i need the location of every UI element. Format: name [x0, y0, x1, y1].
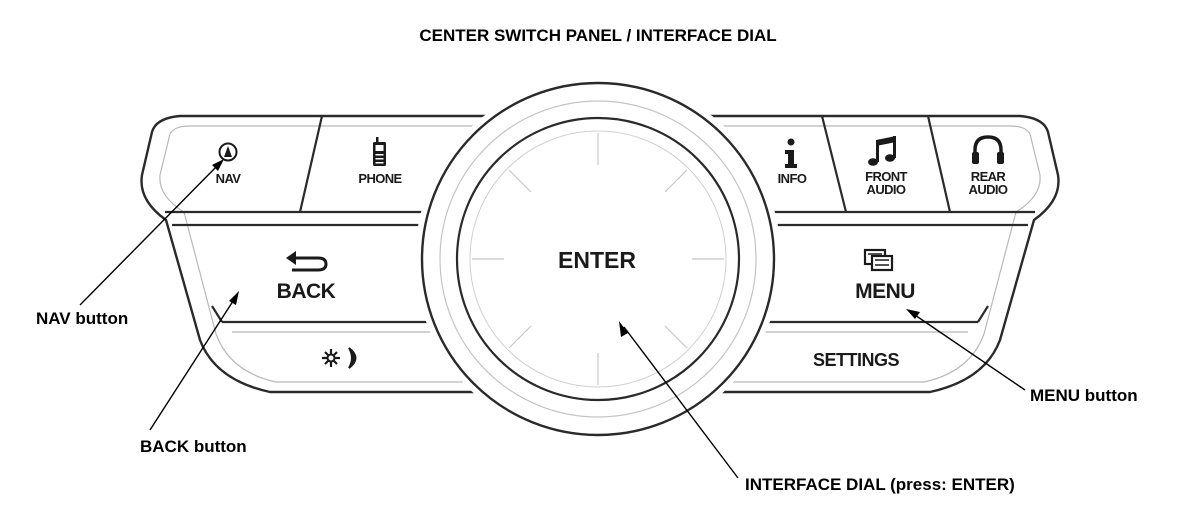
rear-audio-label-line1: REAR [971, 169, 1007, 184]
sun-moon-icon [322, 347, 357, 369]
nav-label: NAV [216, 171, 242, 186]
front-audio-label-line2: AUDIO [867, 182, 906, 197]
enter-label: ENTER [558, 247, 636, 273]
front-audio-button[interactable]: FRONT AUDIO [865, 136, 908, 197]
nav-button[interactable]: NAV [216, 142, 242, 187]
brightness-button[interactable] [322, 347, 357, 369]
enter-button[interactable]: ENTER [558, 247, 636, 273]
rear-audio-button[interactable]: REAR AUDIO [969, 135, 1009, 197]
dial-callout: INTERFACE DIAL (press: ENTER) [745, 475, 1015, 494]
dial-tick-marks [472, 133, 724, 385]
back-button-callout: BACK button [140, 437, 247, 456]
info-button[interactable]: INFO [778, 138, 807, 187]
info-icon [785, 138, 797, 168]
phone-icon [373, 137, 386, 166]
settings-label: SETTINGS [813, 350, 900, 370]
headphones-icon [972, 135, 1004, 164]
phone-label: PHONE [358, 171, 402, 186]
front-audio-label-line1: FRONT [865, 169, 907, 184]
music-note-icon [868, 136, 896, 166]
settings-button[interactable]: SETTINGS [813, 350, 900, 370]
rear-audio-label-line2: AUDIO [969, 182, 1008, 197]
menu-button[interactable]: MENU [855, 248, 915, 303]
menu-label: MENU [855, 280, 915, 303]
callout-leaders [79, 159, 1026, 479]
menu-button-callout: MENU button [1030, 386, 1138, 405]
compass-icon [218, 142, 238, 162]
nav-button-callout: NAV button [36, 309, 128, 328]
back-button[interactable]: BACK [277, 251, 336, 303]
back-arrow-icon [286, 251, 328, 272]
phone-button[interactable]: PHONE [358, 137, 403, 186]
menu-icon [863, 248, 894, 272]
diagram-title: CENTER SWITCH PANEL / INTERFACE DIAL [419, 26, 776, 45]
info-label: INFO [778, 171, 807, 186]
back-label: BACK [277, 280, 336, 303]
interface-dial[interactable]: ENTER [420, 81, 776, 437]
